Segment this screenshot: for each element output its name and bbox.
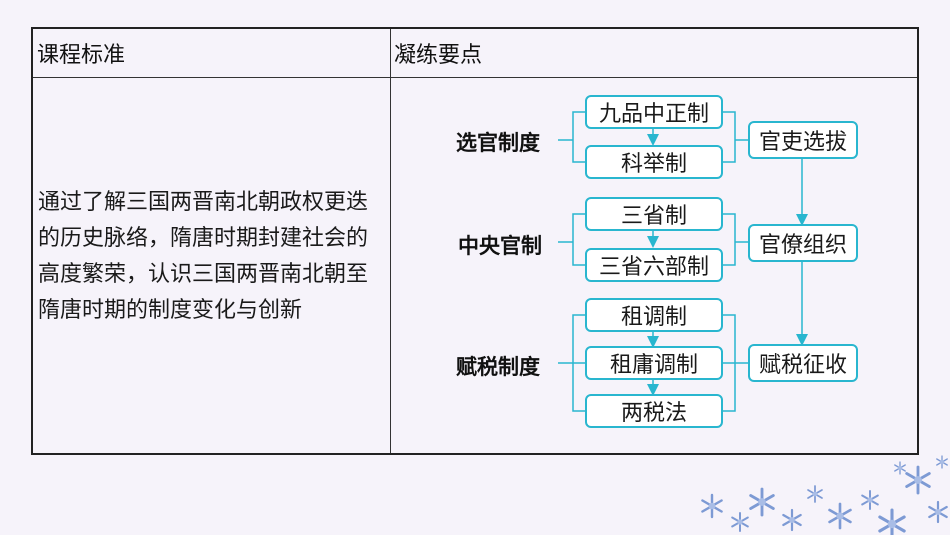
header-key-points: 凝练要点 bbox=[394, 43, 483, 68]
snowflake-decoration bbox=[701, 455, 948, 535]
result-bureaucracy: 官僚组织 bbox=[748, 224, 858, 262]
header-course-standard: 课程标准 bbox=[37, 43, 126, 68]
group-label-taxation: 赋税制度 bbox=[456, 355, 540, 379]
item-zudiao: 租调制 bbox=[585, 298, 723, 332]
item-three-departments: 三省制 bbox=[585, 197, 723, 231]
course-standard-text: 通过了解三国两晋南北朝政权更迭的历史脉络，隋唐时期封建社会的高度繁荣，认识三国两… bbox=[38, 190, 369, 323]
column-divider bbox=[390, 29, 391, 453]
item-zuyongdiao: 租庸调制 bbox=[585, 346, 723, 380]
item-three-departments-six-ministries: 三省六部制 bbox=[585, 248, 723, 282]
item-keju: 科举制 bbox=[585, 145, 723, 179]
item-two-tax-law: 两税法 bbox=[585, 394, 723, 428]
header-divider bbox=[33, 77, 917, 78]
group-label-central-officials: 中央官制 bbox=[458, 234, 542, 258]
content-table: 课程标准 凝练要点 通过了解三国两晋南北朝政权更迭的历史脉络，隋唐时期封建社会的… bbox=[31, 27, 919, 455]
item-jiupin-zhongzheng: 九品中正制 bbox=[585, 95, 723, 129]
group-label-official-selection: 选官制度 bbox=[456, 131, 540, 155]
result-official-selection: 官吏选拔 bbox=[748, 121, 858, 159]
result-tax-collection: 赋税征收 bbox=[748, 344, 858, 382]
